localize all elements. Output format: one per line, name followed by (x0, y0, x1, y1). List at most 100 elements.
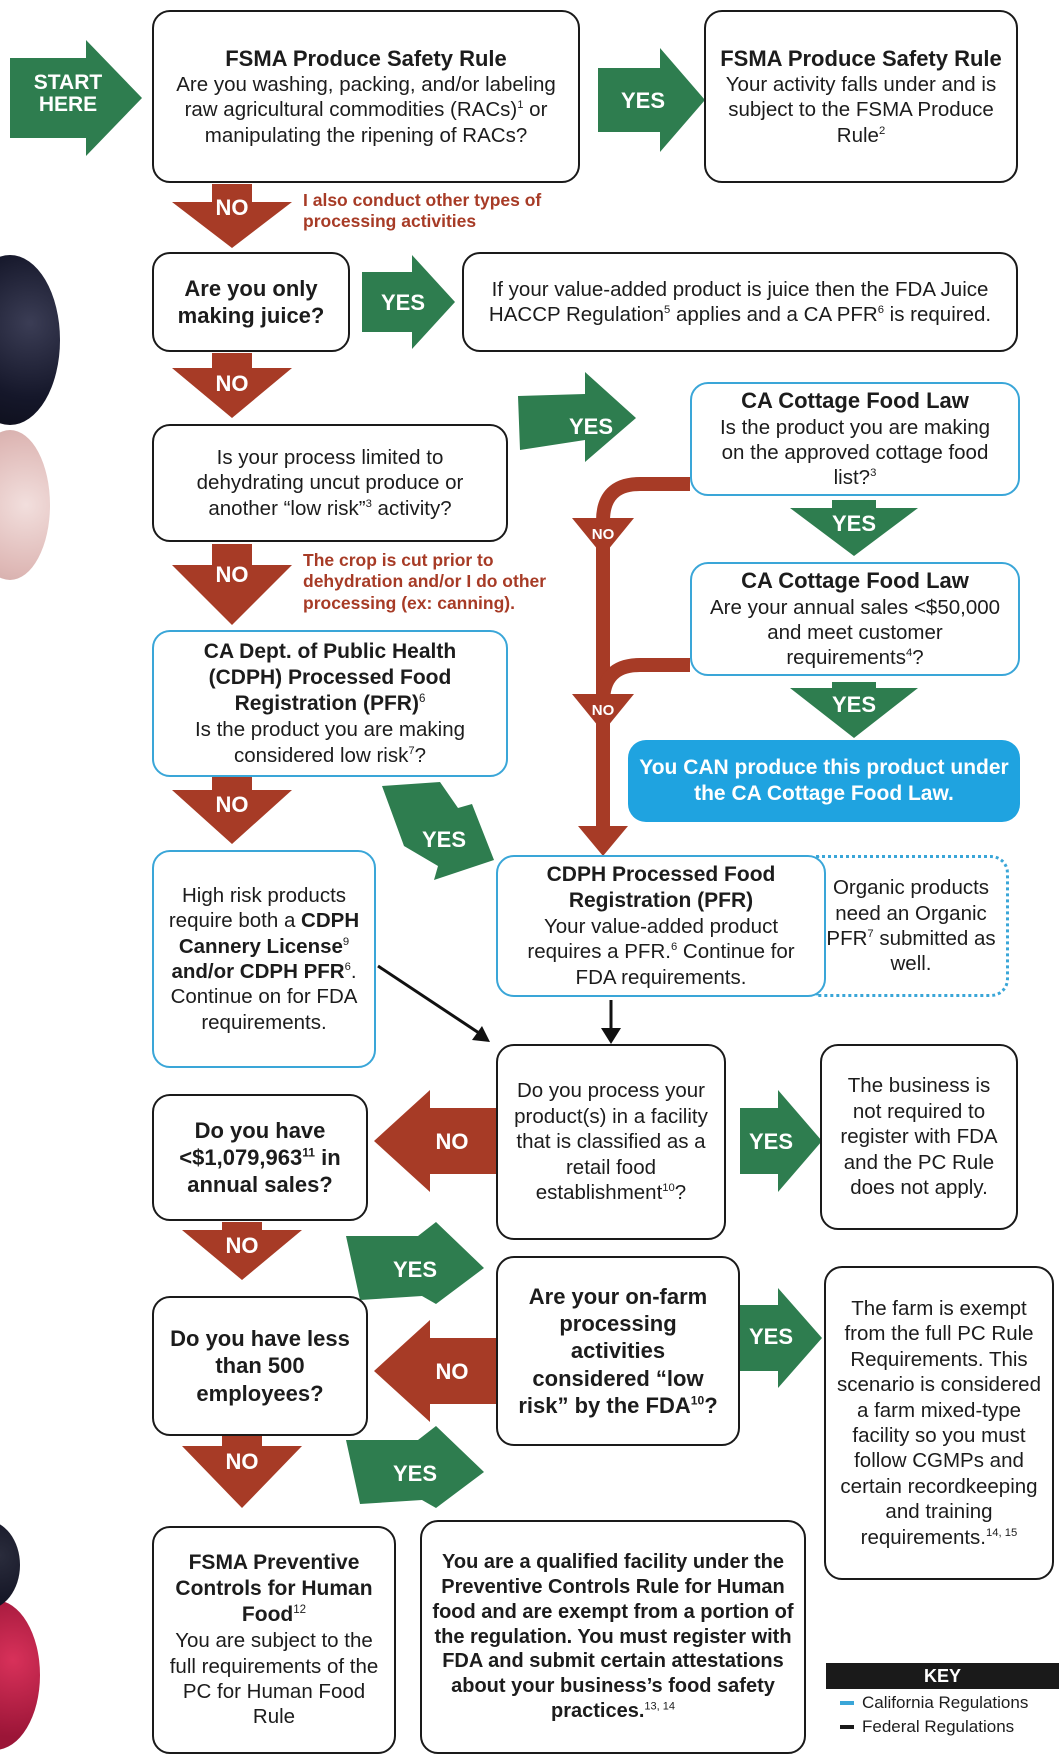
ca-swatch (840, 1701, 854, 1705)
yes-arrow-retail (740, 1090, 822, 1192)
no-arrow-q3 (172, 544, 292, 625)
box-text: Do you have <$1,079,96311 in annual sale… (179, 1117, 341, 1198)
organic-pfr-note: Organic products need an Organic PFR7 su… (816, 855, 1009, 997)
no-label: NO (215, 371, 249, 396)
box-text: Is the product you are making on the app… (719, 415, 991, 490)
annual-sales-question: Do you have <$1,079,96311 in annual sale… (152, 1094, 368, 1221)
no-arrow-juice (172, 353, 292, 418)
yes-label: YES (421, 827, 467, 852)
yes-arrow-juice (362, 255, 455, 349)
box-text: You are a qualified facility under the P… (432, 1551, 794, 1722)
note-crop-cut: The crop is cut prior to dehydration and… (303, 550, 547, 613)
employees-question: Do you have less than 500 employees? (152, 1296, 368, 1436)
no-label: NO (225, 1233, 259, 1258)
no-label: NO (591, 702, 615, 719)
federal-swatch (840, 1725, 854, 1729)
key-label: California Regulations (862, 1693, 1029, 1712)
no-arrow-retail (374, 1090, 496, 1192)
yes-arrow-produce (598, 48, 705, 152)
key-label: Federal Regulations (862, 1717, 1015, 1736)
yes-label: YES (748, 1324, 794, 1349)
box-text: Is your process limited to dehydrating u… (196, 445, 464, 520)
box-text: The farm is exempt from the full PC Rule… (837, 1296, 1041, 1549)
yes-arrow-exempt (740, 1288, 822, 1388)
box-title: CA Cottage Food Law (741, 568, 969, 594)
preventive-controls-result: FSMA Preventive Controls for Human Food1… (152, 1526, 396, 1754)
box-text: If your value-added product is juice the… (488, 277, 992, 326)
box-title: FSMA Produce Safety Rule (225, 45, 507, 71)
box-text: Your activity falls under and is subject… (725, 73, 997, 147)
yes-arrow-cottage2 (790, 500, 918, 556)
legend-key: KEY California Regulations Federal Regul… (826, 1663, 1059, 1754)
high-risk-products-box: High risk products require both a CDPH C… (152, 850, 376, 1068)
yes-label: YES (392, 1461, 438, 1486)
yes-label: YES (620, 88, 666, 113)
no-label: NO (435, 1129, 469, 1154)
cottage-food-list-question: CA Cottage Food Law Is the product you a… (690, 382, 1020, 496)
no-label: NO (591, 526, 615, 543)
box-text: The business is not required to register… (840, 1074, 998, 1200)
yes-label: YES (380, 290, 426, 315)
box-text: Organic products need an Organic PFR7 su… (826, 876, 996, 976)
box-text: Are you only making juice? (177, 275, 325, 328)
pfr-to-retail-tip (601, 1028, 621, 1044)
low-risk-process-question: Is your process limited to dehydrating u… (152, 424, 508, 542)
box-title: CDPH Processed Food Registration (PFR) (546, 862, 776, 912)
no-arrow-cottage-tip (578, 826, 628, 856)
box-text: Your value-added product requires a PFR.… (527, 914, 795, 989)
no-arrow-q1 (172, 184, 292, 248)
produce-safety-question: FSMA Produce Safety Rule Are you washing… (152, 10, 580, 183)
key-title: KEY (826, 1663, 1059, 1689)
no-chevron-2 (572, 694, 634, 732)
no-arrow-sales (182, 1222, 302, 1280)
low-risk-fda-question: Are your on-farm processing activities c… (496, 1256, 740, 1446)
yes-label: YES (568, 414, 614, 439)
cottage-sales-question: CA Cottage Food Law Are your annual sale… (690, 562, 1020, 676)
key-item-ca: California Regulations (826, 1693, 1059, 1713)
no-label: NO (215, 195, 249, 220)
yes-arrow-lowrisk (346, 1222, 484, 1304)
box-title: FSMA Produce Safety Rule (720, 45, 1002, 71)
yes-label: YES (748, 1129, 794, 1154)
box-title: CA Cottage Food Law (741, 388, 969, 414)
no-label: NO (435, 1359, 469, 1384)
start-arrow (10, 40, 142, 156)
no-label: NO (215, 562, 249, 587)
box-title: CA Dept. of Public Health (CDPH) Process… (203, 640, 457, 716)
yes-label: YES (831, 692, 877, 717)
box-text: Do you process your product(s) in a faci… (514, 1079, 708, 1205)
no-chevron-1 (572, 518, 634, 556)
box-text: Is the product you are making considered… (194, 718, 466, 767)
juice-haccp-result: If your value-added product is juice the… (462, 252, 1018, 352)
cdph-pfr-result: CDPH Processed Food Registration (PFR) Y… (496, 855, 826, 997)
note-other-processing: I also conduct other types of processing… (303, 190, 542, 232)
box-title: FSMA Preventive Controls for Human Food1… (175, 1551, 373, 1627)
box-text: High risk products require both a CDPH C… (168, 883, 360, 1034)
no-label: NO (225, 1449, 259, 1474)
highrisk-to-retail-line (377, 964, 483, 1037)
produce-rule-result: FSMA Produce Safety Rule Your activity f… (704, 10, 1018, 183)
box-text: Are you washing, packing, and/or labelin… (176, 73, 556, 147)
not-required-result: The business is not required to register… (820, 1044, 1018, 1230)
farm-exempt-result: The farm is exempt from the full PC Rule… (824, 1266, 1054, 1580)
no-arrow-employees (182, 1436, 302, 1508)
box-text: Do you have less than 500 employees? (170, 1326, 350, 1406)
yes-arrow-pfr (382, 782, 494, 880)
box-text: Are your on-farm processing activities c… (518, 1283, 718, 1418)
yes-arrow-cta (790, 682, 918, 738)
juice-question: Are you only making juice? (152, 252, 350, 352)
cdph-pfr-question: CA Dept. of Public Health (CDPH) Process… (152, 630, 508, 777)
highrisk-to-retail-tip (472, 1026, 490, 1042)
yes-label: YES (392, 1257, 438, 1282)
decorative-fruit-image (0, 1520, 20, 1610)
key-item-federal: Federal Regulations (826, 1717, 1059, 1737)
box-text: You are subject to the full requirements… (169, 1629, 379, 1729)
qualified-facility-result: You are a qualified facility under the P… (420, 1520, 806, 1754)
no-arrow-lowrisk (374, 1320, 496, 1422)
yes-arrow-cottage (518, 372, 636, 462)
no-label: NO (215, 792, 249, 817)
yes-label: YES (831, 511, 877, 536)
retail-establishment-question: Do you process your product(s) in a faci… (496, 1044, 726, 1240)
